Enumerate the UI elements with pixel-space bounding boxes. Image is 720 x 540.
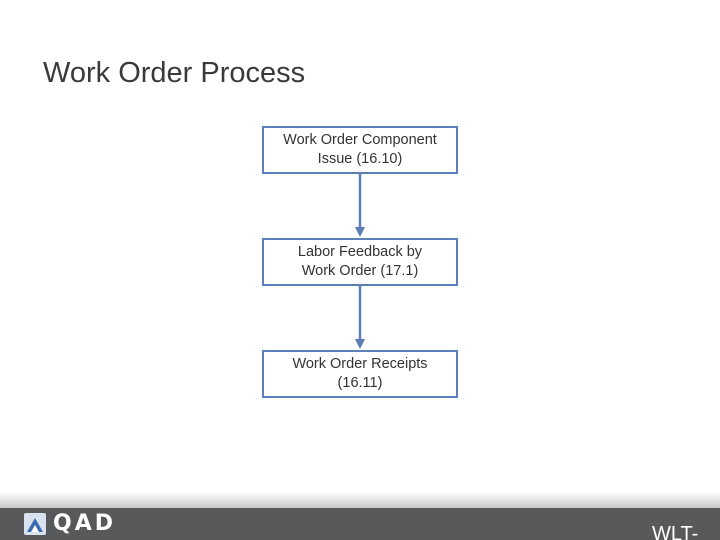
qad-logo: QAD xyxy=(24,512,116,536)
flow-step-text: (16.11) xyxy=(337,375,383,391)
footer-shadow xyxy=(0,492,720,508)
qad-logo-icon xyxy=(24,513,46,535)
footer-bar: QAD xyxy=(0,508,720,540)
logo-text: QAD xyxy=(53,511,116,536)
slide-title: Work Order Process xyxy=(43,57,306,89)
flow-step-text: Labor Feedback by xyxy=(297,244,423,260)
flow-step-labor-feedback: Labor Feedback by Work Order (17.1) xyxy=(262,238,458,286)
flow-step-component-issue: Work Order Component Issue (16.10) xyxy=(262,126,458,174)
flow-step-text: Work Order Receipts xyxy=(292,356,428,372)
flow-step-text: Work Order (17.1) xyxy=(301,263,419,279)
flow-step-receipts: Work Order Receipts (16.11) xyxy=(262,350,458,398)
flow-step-text: Issue (16.10) xyxy=(317,151,403,167)
slide-code-text: WLT- xyxy=(652,523,699,540)
flow-step-text: Work Order Component xyxy=(283,132,437,148)
